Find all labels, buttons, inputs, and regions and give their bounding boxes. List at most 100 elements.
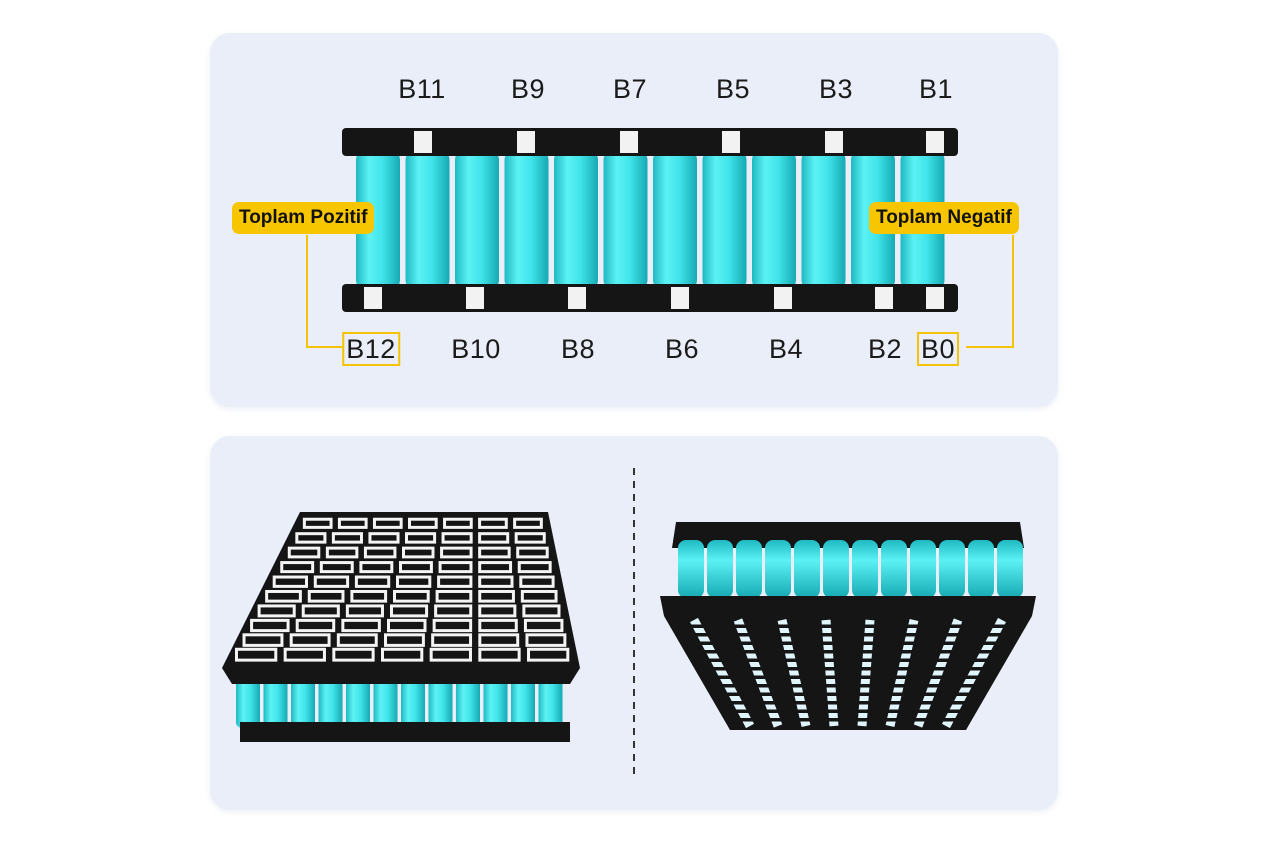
- nickel-strip: [437, 575, 473, 588]
- cell-group-label-b12: B12: [342, 332, 400, 366]
- cell-group-label-b3: B3: [818, 74, 854, 104]
- battery-cell: [405, 150, 450, 290]
- battery-cell: [794, 540, 820, 598]
- nickel-strip: [350, 589, 388, 603]
- battery-cell: [373, 678, 398, 728]
- cell-group-label-b2: B2: [867, 334, 903, 364]
- nickel-strip: [295, 532, 327, 544]
- nickel-strip: [265, 589, 302, 603]
- nickel-strip: [513, 517, 543, 529]
- nickel-strip: [432, 618, 473, 633]
- nickel-strip: [250, 618, 290, 633]
- nickel-tab: [722, 131, 740, 153]
- battery-cell: [603, 150, 648, 290]
- battery-cell: [511, 678, 535, 728]
- nickel-strip: [384, 633, 425, 647]
- nickel-strip: [478, 546, 511, 559]
- nickel-tab: [774, 287, 792, 309]
- battery-cell: [653, 150, 697, 290]
- nickel-strip: [440, 546, 473, 559]
- battery-cell: [263, 678, 288, 728]
- battery-cell: [997, 540, 1023, 598]
- nickel-strip: [402, 546, 435, 559]
- battery-cell: [702, 150, 747, 290]
- nickel-strip: [399, 561, 433, 574]
- nickel-strip: [307, 589, 345, 603]
- nickel-strip: [690, 617, 754, 729]
- battery-cell: [356, 150, 400, 290]
- nickel-strip: [522, 604, 561, 618]
- nickel-strip: [372, 517, 403, 529]
- nickel-strip: [478, 633, 520, 647]
- nickel-strip: [429, 647, 472, 662]
- battery-cell: [401, 678, 425, 728]
- nickel-strip: [337, 517, 368, 529]
- battery-cell: [939, 540, 965, 598]
- nickel-strip: [368, 532, 400, 544]
- total-positive-callout: Toplam Pozitif: [232, 202, 375, 234]
- nickel-strip: [319, 561, 354, 574]
- nickel-tab: [926, 131, 944, 153]
- nickel-tab: [875, 287, 893, 309]
- nickel-tab: [466, 287, 484, 309]
- nickel-strip: [517, 561, 552, 574]
- nickel-strip: [520, 589, 558, 603]
- nickel-strip: [331, 532, 363, 544]
- nickel-strip: [332, 647, 375, 662]
- nickel-strip: [283, 647, 326, 662]
- nickel-strip: [478, 532, 510, 544]
- nickel-tab: [364, 287, 382, 309]
- nickel-tab: [671, 287, 689, 309]
- nickel-strip: [345, 604, 384, 618]
- battery-cell: [852, 540, 878, 598]
- nickel-strip: [381, 647, 424, 662]
- nickel-strip: [393, 589, 430, 603]
- nickel-strip: [242, 633, 284, 647]
- battery-cell: [968, 540, 994, 598]
- nickel-tab: [517, 131, 535, 153]
- nickel-tab: [414, 131, 432, 153]
- battery-cell: [881, 540, 907, 598]
- battery-cell: [318, 678, 343, 728]
- nickel-strip: [478, 618, 518, 633]
- nickel-strip: [363, 546, 397, 559]
- nickel-strip: [396, 575, 432, 588]
- nickel-strip: [257, 604, 296, 618]
- nickel-strip: [885, 619, 919, 727]
- cell-group-label-b0: B0: [916, 332, 960, 366]
- nickel-strip: [478, 647, 521, 662]
- nickel-tab: [926, 287, 944, 309]
- nickel-strip: [516, 546, 549, 559]
- battery-cell: [752, 150, 796, 290]
- nickel-strip: [359, 561, 394, 574]
- nickel-strip: [857, 619, 875, 727]
- nickel-strip: [435, 589, 473, 603]
- cell-group-label-b6: B6: [664, 334, 700, 364]
- cell-group-label-b5: B5: [715, 74, 751, 104]
- battery-cell: [236, 678, 260, 728]
- nickel-strip: [434, 604, 473, 618]
- cell-group-label-b1: B1: [918, 74, 954, 104]
- nickel-strip: [405, 532, 437, 544]
- cell-group-label-b11: B11: [398, 74, 446, 104]
- nickel-strip: [514, 532, 546, 544]
- nickel-strip: [341, 618, 381, 633]
- cell-group-label-b4: B4: [768, 334, 804, 364]
- top-holder-bar: [342, 128, 958, 156]
- battery-cell: [291, 678, 315, 728]
- nickel-strip: [289, 633, 331, 647]
- nickel-strip: [913, 618, 963, 728]
- nickel-strip: [302, 517, 333, 529]
- cell-group-label-b8: B8: [560, 334, 596, 364]
- nickel-strip: [527, 647, 570, 662]
- nickel-strip: [441, 532, 473, 544]
- nickel-strip: [733, 618, 783, 728]
- nickel-tab: [568, 287, 586, 309]
- nickel-strip: [478, 604, 517, 618]
- nickel-strip: [478, 575, 514, 588]
- battery-cell: [538, 678, 563, 728]
- battery-cell: [428, 678, 453, 728]
